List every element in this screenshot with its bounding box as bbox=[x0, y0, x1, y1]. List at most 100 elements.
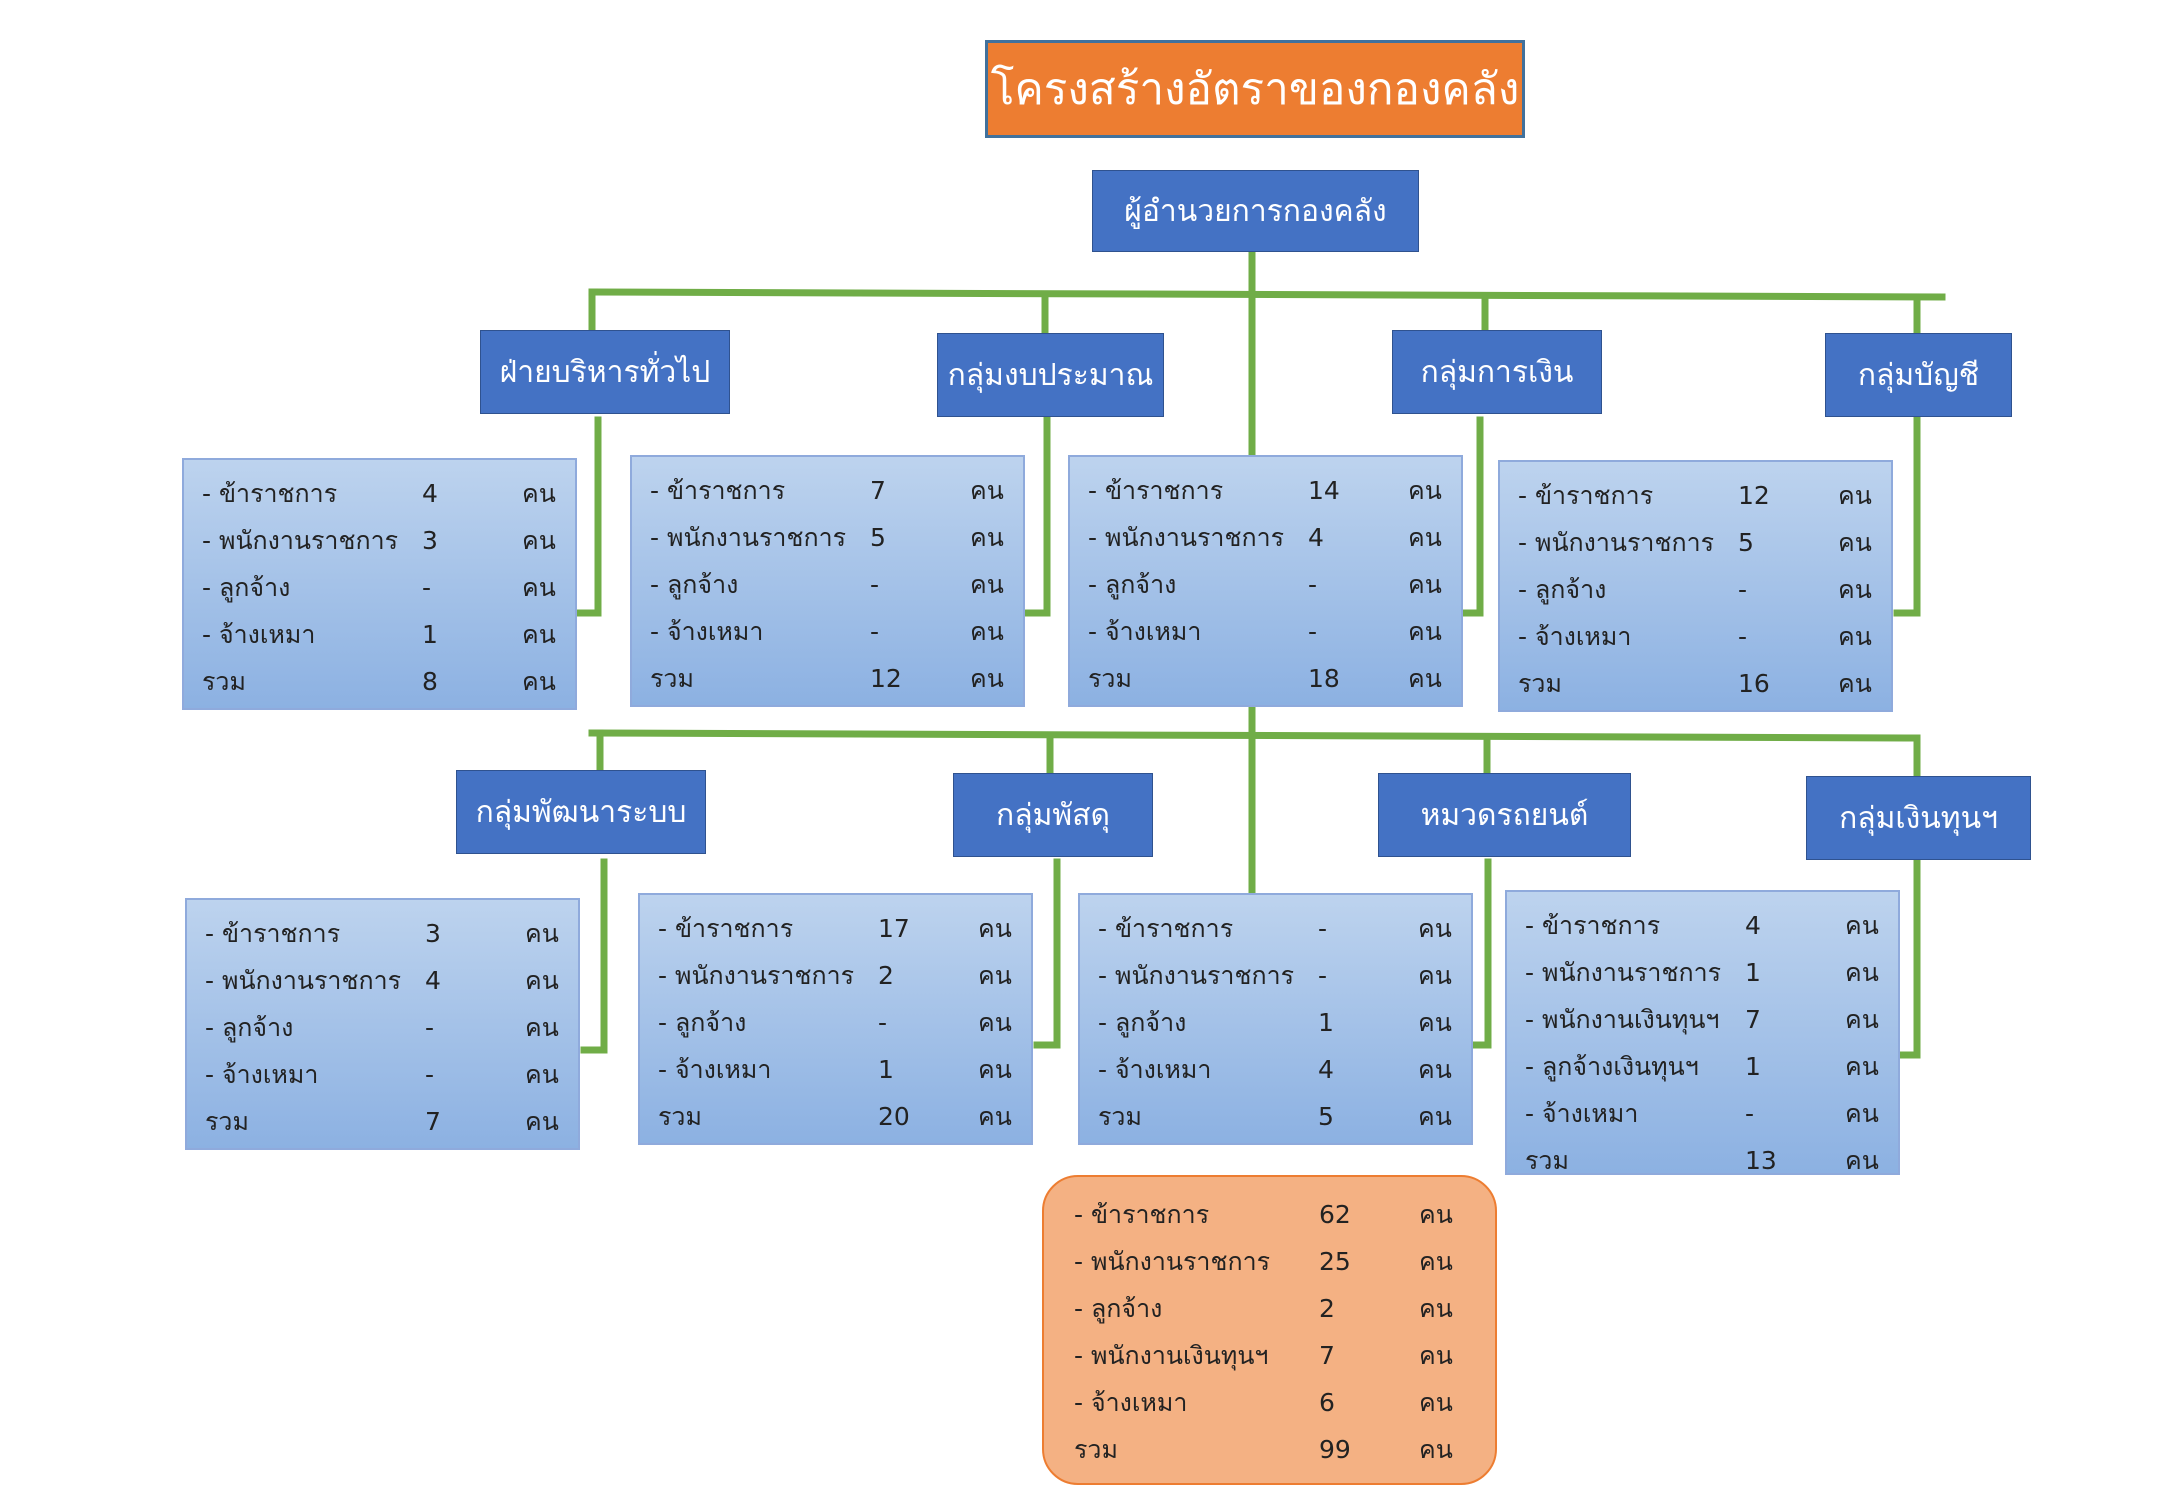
staff-count: 4 bbox=[1745, 911, 1761, 940]
staff-unit: คน bbox=[1845, 1146, 1879, 1175]
staff-label: - พนักงานราชการ bbox=[202, 526, 399, 555]
staff-count: 3 bbox=[425, 919, 441, 948]
staff-label: - พนักงานเงินทุนฯ bbox=[1525, 1005, 1720, 1034]
staff-count: 7 bbox=[870, 476, 886, 505]
staff-row: - พนักงานราชการ 3 คน bbox=[202, 517, 575, 564]
director-node: ผู้อำนวยการกองคลัง bbox=[1092, 170, 1419, 252]
staff-count: - bbox=[1738, 622, 1748, 651]
staff-label: รวม bbox=[1525, 1146, 1569, 1175]
staff-unit: คน bbox=[978, 1055, 1012, 1084]
staff-label: - จ้างเหมา bbox=[1098, 1055, 1212, 1084]
staff-unit: คน bbox=[1845, 958, 1879, 987]
staff-unit: คน bbox=[970, 617, 1004, 646]
staff-row: - ลูกจ้าง-คน bbox=[202, 564, 575, 611]
summary-label: - ข้าราชการ bbox=[1074, 1200, 1210, 1229]
unit-node-supplies: กลุ่มพัสดุ bbox=[953, 773, 1153, 857]
summary-unit: คน bbox=[1419, 1247, 1453, 1276]
staff-label: - ลูกจ้าง bbox=[1518, 575, 1607, 604]
staff-label: - ลูกจ้าง bbox=[650, 570, 739, 599]
staff-label: - ข้าราชการ bbox=[1518, 481, 1654, 510]
staff-label: - พนักงานราชการ bbox=[1098, 961, 1295, 990]
unit-node-finance: กลุ่มการเงิน bbox=[1392, 330, 1602, 414]
summary-count: 6 bbox=[1319, 1388, 1335, 1417]
staff-unit: คน bbox=[1838, 481, 1872, 510]
staff-count: - bbox=[878, 1008, 888, 1037]
staff-unit: คน bbox=[1845, 1052, 1879, 1081]
staff-count: 1 bbox=[1318, 1008, 1334, 1037]
staff-unit: คน bbox=[1408, 664, 1442, 693]
staff-unit: คน bbox=[1408, 617, 1442, 646]
staff-count: 3 bbox=[422, 526, 438, 555]
staff-count: 5 bbox=[1738, 528, 1754, 557]
staff-unit: คน bbox=[1418, 914, 1452, 943]
staff-count: 4 bbox=[1318, 1055, 1334, 1084]
staff-count: 4 bbox=[425, 966, 441, 995]
staff-unit: คน bbox=[522, 526, 556, 555]
staff-label: รวม bbox=[658, 1102, 702, 1131]
staff-row: - ข้าราชการ - คน bbox=[1098, 905, 1471, 952]
staff-label: - ลูกจ้างเงินทุนฯ bbox=[1525, 1052, 1699, 1081]
staff-count: 1 bbox=[878, 1055, 894, 1084]
staff-unit: คน bbox=[522, 667, 556, 696]
staff-row: - ลูกจ้าง-คน bbox=[658, 999, 1031, 1046]
staff-unit: คน bbox=[525, 1013, 559, 1042]
staff-box-vehicles: - ข้าราชการ-คน- พนักงานราชการ-คน- ลูกจ้า… bbox=[1078, 893, 1473, 1145]
staff-unit: คน bbox=[970, 570, 1004, 599]
staff-count: 1 bbox=[1745, 1052, 1761, 1081]
staff-unit: คน bbox=[1418, 1055, 1452, 1084]
summary-label: - ลูกจ้าง bbox=[1074, 1294, 1163, 1323]
summary-unit: คน bbox=[1419, 1388, 1453, 1417]
staff-label: - พนักงานราชการ bbox=[1518, 528, 1715, 557]
staff-row: - จ้างเหมา-คน bbox=[205, 1051, 578, 1098]
staff-unit: คน bbox=[522, 573, 556, 602]
staff-label: - จ้างเหมา bbox=[658, 1055, 772, 1084]
staff-count: - bbox=[1745, 1099, 1755, 1128]
staff-label: - ข้าราชการ bbox=[1098, 914, 1234, 943]
staff-unit: คน bbox=[1418, 1102, 1452, 1131]
staff-label: - ข้าราชการ bbox=[205, 919, 341, 948]
staff-count: - bbox=[870, 570, 880, 599]
unit-node-budget: กลุ่มงบประมาณ bbox=[937, 333, 1164, 417]
staff-count: 7 bbox=[425, 1107, 441, 1136]
staff-count: 13 bbox=[1745, 1146, 1777, 1175]
summary-count: 99 bbox=[1319, 1435, 1351, 1464]
staff-unit: คน bbox=[1418, 1008, 1452, 1037]
staff-label: - พนักงานราชการ bbox=[1088, 523, 1285, 552]
staff-row: - พนักงานราชการ-คน bbox=[1098, 952, 1471, 999]
summary-unit: คน bbox=[1419, 1200, 1453, 1229]
summary-unit: คน bbox=[1419, 1294, 1453, 1323]
staff-count: 17 bbox=[878, 914, 910, 943]
unit-node-system-dev: กลุ่มพัฒนาระบบ bbox=[456, 770, 706, 854]
staff-unit: คน bbox=[978, 914, 1012, 943]
staff-row: - ลูกจ้าง-คน bbox=[1518, 566, 1891, 613]
staff-unit: คน bbox=[1845, 911, 1879, 940]
staff-label: - ลูกจ้าง bbox=[658, 1008, 747, 1037]
staff-row: - ลูกจ้าง-คน bbox=[1088, 561, 1461, 608]
unit-node-accounting: กลุ่มบัญชี bbox=[1825, 333, 2012, 417]
staff-label: รวม bbox=[205, 1107, 249, 1136]
staff-unit: คน bbox=[522, 620, 556, 649]
staff-unit: คน bbox=[978, 961, 1012, 990]
staff-unit: คน bbox=[1845, 1005, 1879, 1034]
chart-title: โครงสร้างอัตราของกองคลัง bbox=[985, 40, 1525, 138]
staff-count: - bbox=[1318, 914, 1328, 943]
staff-unit: คน bbox=[978, 1102, 1012, 1131]
